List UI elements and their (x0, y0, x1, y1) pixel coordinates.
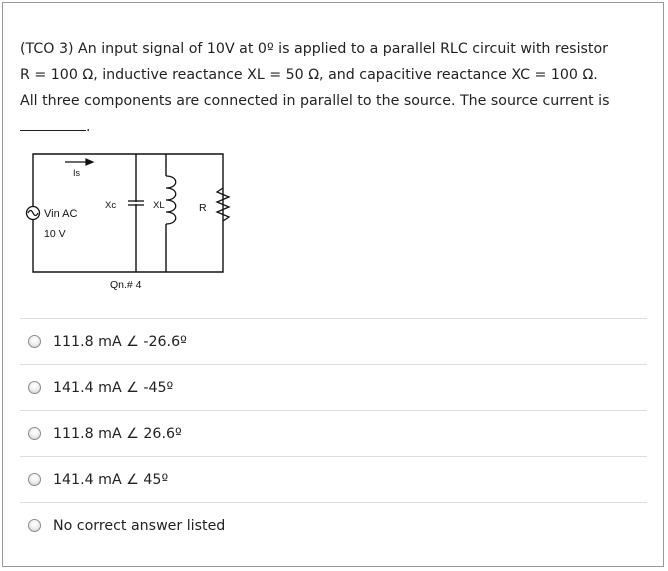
question-line-1: (TCO 3) An input signal of 10V at 0º is … (20, 41, 608, 57)
circuit-diagram: Is Vin AC 10 V Xc XL R Qn.# 4 (25, 153, 231, 291)
resistor-label: R (199, 202, 207, 214)
question-line-3: All three components are connected in pa… (20, 93, 610, 109)
current-label: Is (73, 168, 81, 178)
resistor-icon (215, 187, 231, 222)
current-arrow (65, 158, 95, 166)
question-line-2: R = 100 Ω, inductive reactance XL = 50 Ω… (20, 67, 598, 83)
inductor-icon (165, 175, 177, 225)
radio-button-icon[interactable] (28, 381, 41, 394)
source-label: Vin AC (44, 208, 77, 220)
ac-source-icon (25, 205, 41, 221)
source-value: 10 V (44, 228, 66, 240)
radio-button-icon[interactable] (28, 427, 41, 440)
radio-button-icon[interactable] (28, 519, 41, 532)
radio-button-icon[interactable] (28, 335, 41, 348)
answer-option-5[interactable]: No correct answer listed (20, 502, 647, 548)
answer-option-3[interactable]: 111.8 mA ∠ 26.6º (20, 410, 647, 456)
capacitor-icon (128, 200, 144, 206)
answer-list: 111.8 mA ∠ -26.6º 141.4 mA ∠ -45º 111.8 … (20, 318, 647, 548)
answer-option-4[interactable]: 141.4 mA ∠ 45º (20, 456, 647, 502)
answer-label: 111.8 mA ∠ 26.6º (53, 425, 182, 442)
radio-button-icon[interactable] (28, 473, 41, 486)
answer-blank (20, 116, 86, 131)
answer-label: 111.8 mA ∠ -26.6º (53, 333, 187, 350)
answer-label: No correct answer listed (53, 517, 226, 534)
capacitor-label: Xc (105, 200, 116, 211)
answer-label: 141.4 mA ∠ -45º (53, 379, 174, 396)
circuit-caption: Qn.# 4 (110, 279, 142, 291)
circuit-wires (32, 153, 224, 273)
question-line-4-end: . (86, 119, 91, 135)
answer-option-2[interactable]: 141.4 mA ∠ -45º (20, 364, 647, 410)
question-text: (TCO 3) An input signal of 10V at 0º is … (20, 36, 650, 140)
answer-option-1[interactable]: 111.8 mA ∠ -26.6º (20, 318, 647, 364)
inductor-label: XL (153, 200, 165, 211)
answer-label: 141.4 mA ∠ 45º (53, 471, 169, 488)
